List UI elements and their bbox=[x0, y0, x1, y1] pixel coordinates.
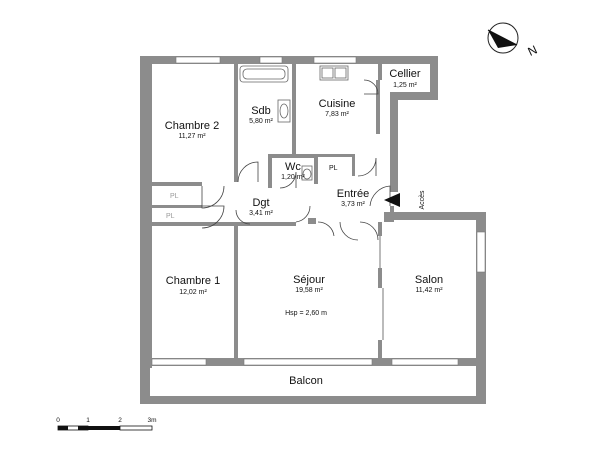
scale-bar bbox=[57, 425, 153, 431]
room-name-balcon: Balcon bbox=[289, 375, 323, 387]
room-name-entree: Entrée bbox=[337, 188, 369, 200]
toilet bbox=[301, 165, 313, 181]
room-name-sejour: Séjour bbox=[293, 274, 325, 286]
entrance-arrow-icon bbox=[384, 193, 400, 207]
room-area-cellier: 1,25 m² bbox=[393, 82, 417, 89]
washbasin bbox=[277, 99, 291, 123]
north-label: N bbox=[526, 43, 540, 59]
scale-tick-label: 0 bbox=[56, 417, 60, 424]
doors bbox=[201, 79, 391, 340]
scale-tick-label: 3m bbox=[147, 417, 156, 424]
ceiling-height-note: Hsp = 2,60 m bbox=[285, 310, 327, 317]
room-area-sejour: 19,58 m² bbox=[295, 287, 323, 294]
room-name-cellier: Cellier bbox=[389, 68, 421, 80]
room-name-dgt: Dgt bbox=[252, 197, 269, 209]
north-arrow-icon bbox=[487, 22, 519, 54]
outer-walls bbox=[140, 56, 486, 404]
room-area-wc: 1,20 m² bbox=[281, 174, 305, 181]
room-name-chambre-2: Chambre 2 bbox=[165, 120, 219, 132]
bathtub bbox=[239, 65, 289, 83]
room-area-sdb: 5,80 m² bbox=[249, 118, 273, 125]
room-area-cuisine: 7,83 m² bbox=[325, 111, 349, 118]
closet-label: PL bbox=[170, 193, 179, 200]
room-name-cuisine: Cuisine bbox=[319, 98, 356, 110]
scale-tick-label: 1 bbox=[86, 417, 90, 424]
closet-label: PL bbox=[329, 165, 338, 172]
closet-label: PL bbox=[166, 213, 175, 220]
interior-walls bbox=[152, 64, 394, 358]
access-label: Accès bbox=[419, 190, 426, 210]
room-area-chambre-2: 11,27 m² bbox=[178, 133, 206, 140]
room-name-wc: Wc bbox=[285, 161, 301, 173]
room-name-chambre-1: Chambre 1 bbox=[166, 275, 220, 287]
room-area-dgt: 3,41 m² bbox=[249, 210, 273, 217]
room-area-salon: 11,42 m² bbox=[415, 287, 443, 294]
kitchen-sink bbox=[319, 65, 349, 81]
windows bbox=[151, 56, 486, 366]
room-area-entree: 3,73 m² bbox=[341, 201, 365, 208]
room-name-salon: Salon bbox=[415, 274, 443, 286]
room-name-sdb: Sdb bbox=[251, 105, 271, 117]
scale-tick-label: 2 bbox=[118, 417, 122, 424]
room-area-chambre-1: 12,02 m² bbox=[179, 289, 207, 296]
